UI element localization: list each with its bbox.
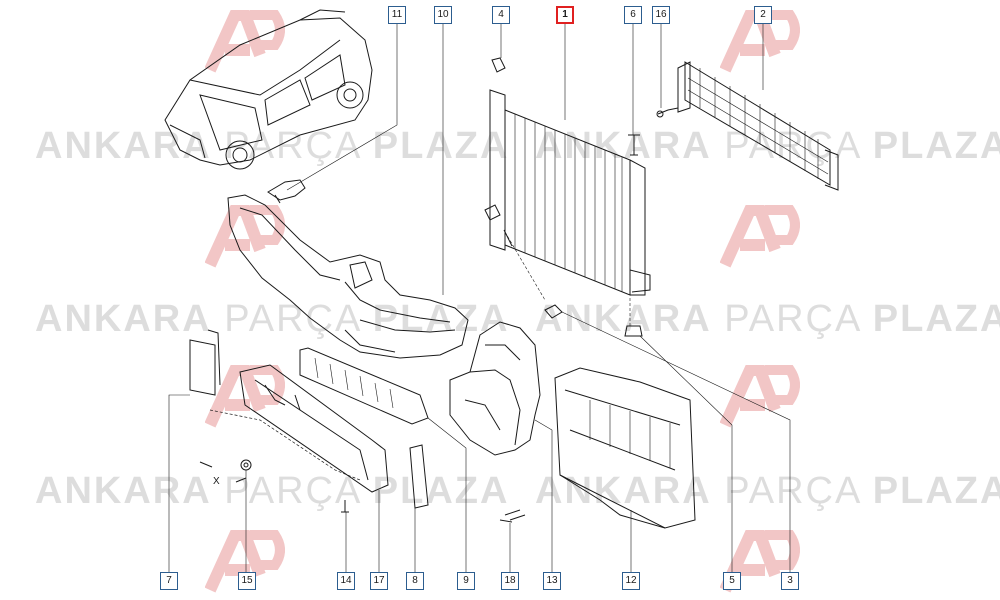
watermark-text: ANKARA PARÇA PLAZA: [535, 125, 1000, 167]
radiator-part: [484, 57, 651, 296]
fasteners: [503, 107, 679, 337]
leader-lines: [168, 22, 791, 578]
fan-shroud-part: [449, 321, 541, 523]
callout-12: 12: [622, 572, 640, 590]
watermark-text: ANKARA PARÇA PLAZA: [535, 298, 1000, 340]
callout-14: 14: [337, 572, 355, 590]
watermark-text: ANKARA PARÇA PLAZA: [35, 470, 510, 512]
callout-9: 9: [457, 572, 475, 590]
callout-10: 10: [434, 6, 452, 24]
side-guide-right: [409, 444, 429, 509]
callout-3: 3: [781, 572, 799, 590]
watermark-text: ANKARA PARÇA PLAZA: [35, 125, 510, 167]
watermark-logo: [719, 364, 800, 430]
callout-18: 18: [501, 572, 519, 590]
callout-8: 8: [406, 572, 424, 590]
callout-17: 17: [370, 572, 388, 590]
watermark-logo: [719, 204, 800, 270]
callout-1-highlighted: 1: [556, 6, 574, 24]
fastener-mark: X: [213, 476, 220, 487]
condenser-part: [677, 61, 839, 191]
callout-11: 11: [388, 6, 406, 24]
callout-7: 7: [160, 572, 178, 590]
watermark-logo: [204, 9, 285, 75]
bracket-part: [267, 179, 306, 204]
lower-tray-part: [209, 364, 389, 493]
vehicle-illustration: [164, 9, 373, 170]
callout-5: 5: [723, 572, 741, 590]
callout-2: 2: [754, 6, 772, 24]
small-fasteners: [199, 459, 349, 513]
watermark-text: ANKARA PARÇA PLAZA: [535, 470, 1000, 512]
callout-15: 15: [238, 572, 256, 590]
air-deflector-part: [227, 194, 469, 359]
support-frame-part: [554, 367, 696, 529]
callout-4: 4: [492, 6, 510, 24]
callout-13: 13: [543, 572, 561, 590]
lower-shield-part: [299, 347, 429, 425]
callout-16: 16: [652, 6, 670, 24]
callout-6: 6: [624, 6, 642, 24]
side-guide-left: [189, 329, 221, 396]
watermark-text: ANKARA PARÇA PLAZA: [35, 298, 510, 340]
